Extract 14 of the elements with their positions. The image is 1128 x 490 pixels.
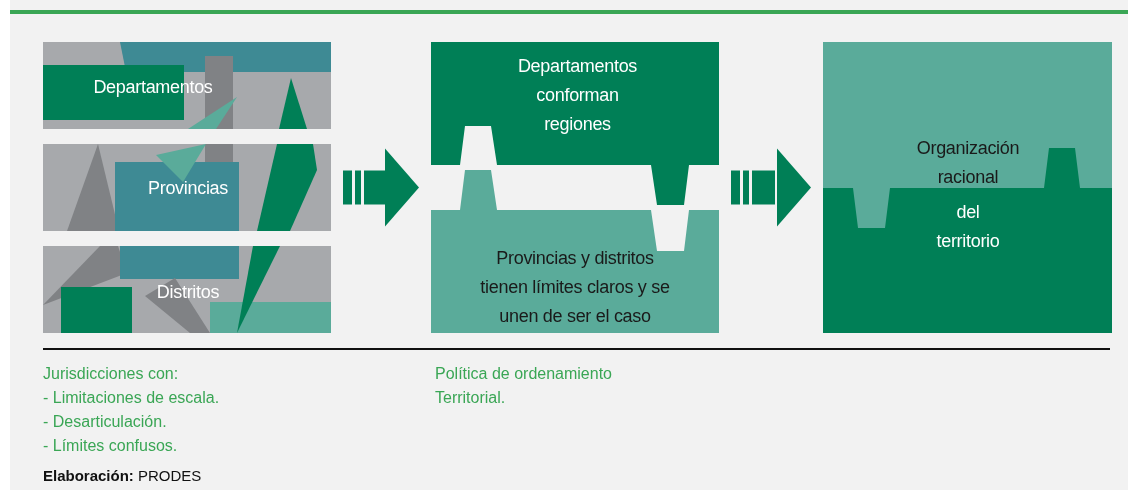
note-text: Política de ordenamiento Territorial.	[435, 364, 613, 408]
note-text: - Limitaciones de escala.	[43, 388, 220, 408]
panel	[43, 42, 331, 333]
panel	[431, 42, 719, 333]
node-label: del territorio	[935, 201, 1001, 253]
node-label: Departamentos conforman regiones	[516, 55, 639, 136]
note-text: Jurisdicciones con:	[43, 364, 179, 384]
node-label: Distritos	[155, 281, 221, 304]
note-text: - Desarticulación.	[43, 412, 167, 432]
node-label: Provincias	[147, 177, 229, 200]
node-label: Organización racional	[915, 137, 1021, 189]
note-text: - Límites confusos.	[43, 436, 178, 456]
source-note: Elaboración: PRODES	[43, 466, 202, 486]
node-label: Provincias y distritos tienen límites claros y se unen de ser el caso	[479, 247, 671, 328]
